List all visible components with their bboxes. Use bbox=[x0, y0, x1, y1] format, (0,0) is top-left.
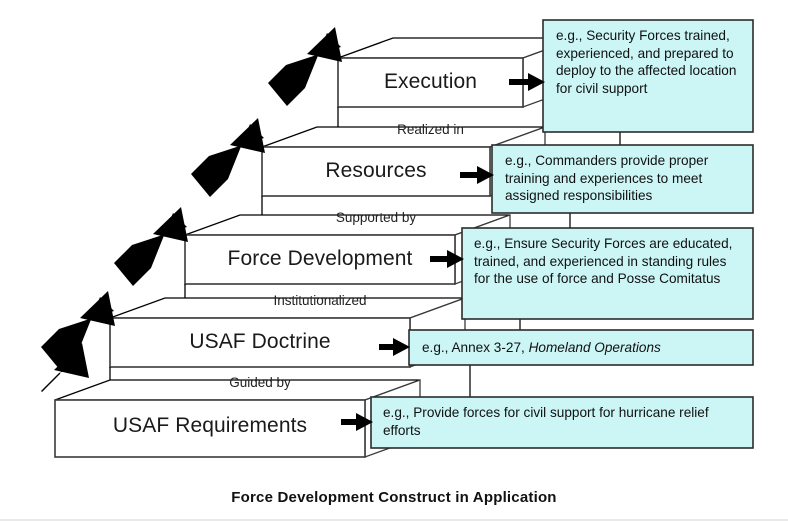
callout-box-usaf-doctrine bbox=[408, 329, 754, 366]
callout-box-usaf-requirements bbox=[370, 396, 754, 449]
ascend-arrow-to-usaf-requirements bbox=[41, 343, 89, 392]
callout-text-force-development: e.g., Ensure Security Forces are educate… bbox=[474, 236, 733, 287]
step-label-usaf-requirements: USAF Requirements bbox=[112, 414, 308, 437]
pointer-arrow-force-development bbox=[430, 250, 464, 268]
pointer-arrows bbox=[341, 73, 545, 431]
step-label-usaf-doctrine: USAF Doctrine bbox=[189, 330, 331, 353]
bottom-rule bbox=[0, 519, 788, 521]
step-label-force-development: Force Development bbox=[227, 247, 413, 270]
callout-text-execution: e.g., Security Forces trained, experienc… bbox=[556, 28, 737, 96]
figure-caption: Force Development Construct in Applicati… bbox=[231, 489, 557, 506]
callout-text-usaf-doctrine: e.g., Annex 3-27, Homeland Operations bbox=[422, 339, 742, 357]
pointer-arrow-usaf-doctrine bbox=[379, 338, 410, 356]
callout-text-usaf-requirements: e.g., Provide forces for civil support f… bbox=[383, 405, 709, 438]
step-front-face-resources bbox=[261, 146, 491, 197]
step-front-face-usaf-requirements bbox=[54, 399, 366, 458]
callout-box-execution bbox=[542, 19, 754, 133]
relation-label-supported-by: Supported by bbox=[335, 210, 417, 225]
ascent-arrows bbox=[41, 27, 342, 392]
step-label-execution: Execution bbox=[383, 70, 478, 93]
pointer-arrow-execution bbox=[509, 73, 545, 91]
relation-label-guided-by: Guided by bbox=[229, 375, 291, 390]
callout-box-force-development bbox=[461, 227, 754, 320]
ascend-arrow-to-force-development bbox=[114, 207, 188, 286]
pointer-arrow-resources bbox=[460, 166, 494, 184]
pointer-arrow-usaf-requirements bbox=[341, 413, 373, 431]
relation-label-realized-in: Realized in bbox=[397, 122, 464, 137]
ascend-arrow-to-usaf-doctrine bbox=[41, 291, 115, 370]
step-front-face-usaf-doctrine bbox=[109, 317, 411, 368]
ascend-arrow-to-resources bbox=[191, 118, 265, 197]
relation-label-institutionalized: Institutionalized bbox=[273, 293, 367, 308]
callout-text-usaf-doctrine-prefix: e.g., Annex 3-27, bbox=[422, 340, 529, 355]
callout-text-usaf-doctrine-title: Homeland Operations bbox=[528, 340, 661, 355]
step-label-resources: Resources bbox=[325, 159, 427, 182]
callout-text-resources: e.g., Commanders provide proper training… bbox=[505, 153, 709, 204]
callout-box-resources bbox=[491, 144, 754, 214]
ascend-arrow-to-execution bbox=[268, 27, 342, 106]
step-front-face-force-development bbox=[184, 234, 456, 285]
